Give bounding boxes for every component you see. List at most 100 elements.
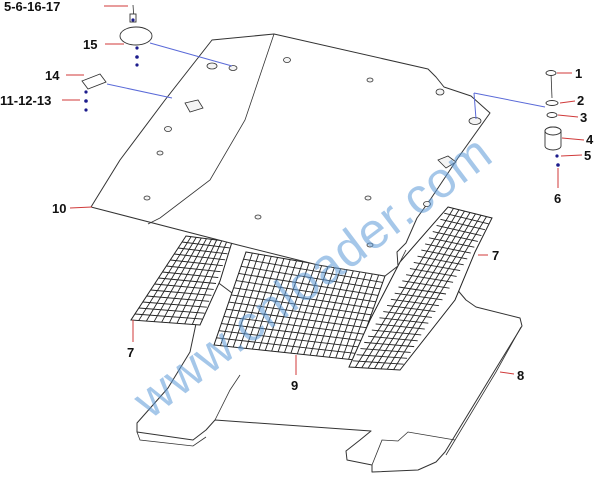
mesh-line — [421, 249, 468, 260]
mesh-panel-right-part-7 — [348, 206, 493, 371]
mesh-line — [387, 305, 436, 312]
callout-5: 5 — [584, 148, 591, 163]
plate-boss — [206, 62, 218, 70]
bracket-icon — [81, 73, 107, 90]
mesh-line — [425, 243, 471, 254]
callout-4: 4 — [586, 132, 594, 147]
plate-boss — [435, 88, 445, 96]
leader-line — [69, 206, 93, 209]
washer-icon — [131, 18, 135, 22]
mesh-line — [394, 292, 443, 301]
mesh-line — [432, 231, 478, 242]
mesh-line — [406, 274, 454, 283]
mesh-line — [417, 255, 464, 266]
mesh-line — [142, 301, 207, 308]
mesh-line — [348, 274, 380, 360]
mesh-line — [232, 255, 266, 348]
bolt-icon — [129, 13, 137, 23]
plate-boss — [156, 150, 164, 156]
plate-boss — [143, 195, 151, 201]
mesh-line — [162, 271, 219, 279]
mesh-line — [243, 258, 383, 283]
mesh-line — [364, 341, 415, 348]
assembly-guides — [106, 42, 546, 120]
callout-10: 10 — [52, 201, 66, 216]
callout-14: 14 — [45, 68, 60, 83]
mesh-line — [154, 283, 214, 290]
plate-boss — [364, 195, 372, 201]
mesh-line — [233, 287, 374, 309]
mesh-line — [428, 237, 475, 248]
mesh-line — [371, 329, 422, 336]
washer-icon — [135, 63, 139, 67]
mesh-line — [383, 311, 432, 318]
callout-8: 8 — [517, 368, 524, 383]
washer-icon — [545, 100, 559, 106]
callout-6: 6 — [554, 191, 561, 206]
mesh-line — [218, 330, 360, 348]
nut-icon — [135, 55, 139, 59]
mesh-line — [284, 263, 316, 353]
mesh-line — [277, 262, 310, 352]
hardware-bracket-14 — [81, 73, 107, 112]
plate-boss — [468, 117, 482, 125]
hardware-stack-right — [544, 70, 562, 167]
mesh-line — [398, 286, 447, 295]
mesh-line — [252, 258, 285, 350]
callout-labels: 5-6-16-17 15 14 11-12-13 10 1 2 3 4 5 6 … — [0, 0, 594, 393]
mesh-line — [150, 289, 212, 296]
plate-cutout — [184, 99, 204, 113]
mesh-line — [352, 360, 404, 365]
mesh-line — [219, 252, 253, 346]
mesh-line — [182, 241, 230, 249]
mesh-line — [134, 313, 203, 320]
callout-9: 9 — [291, 378, 298, 393]
mesh-line — [228, 301, 369, 322]
mesh-line — [309, 268, 342, 356]
mesh-line — [174, 253, 226, 261]
washer-icon — [84, 108, 88, 112]
mesh-line — [241, 265, 381, 290]
mesh-panel-center-part-9 — [213, 251, 386, 361]
spacer-top-icon — [544, 126, 562, 136]
mesh-panel-left-part-7 — [130, 235, 233, 326]
mesh-line — [170, 259, 223, 267]
guide-line — [149, 42, 233, 67]
callout-7-left: 7 — [127, 345, 134, 360]
callout-leaders — [62, 5, 585, 375]
mesh-line — [367, 335, 418, 342]
mesh-line — [390, 298, 439, 307]
mesh-line — [245, 257, 279, 349]
callout-5-6-16-17: 5-6-16-17 — [4, 0, 60, 14]
mesh-line — [223, 315, 365, 335]
mesh-line — [316, 269, 348, 357]
plate-boss — [164, 126, 172, 132]
callout-1: 1 — [575, 66, 582, 81]
plate-boss — [423, 201, 431, 207]
nut-icon — [556, 163, 560, 167]
plate-boss — [366, 77, 374, 83]
mesh-line — [296, 266, 329, 355]
plate-bracket — [437, 155, 457, 169]
mesh-line — [258, 259, 291, 350]
bolt-icon — [545, 70, 557, 76]
nut-icon — [84, 99, 88, 103]
callout-11-12-13: 11-12-13 — [0, 93, 51, 108]
washer-icon — [555, 154, 559, 158]
washer-icon — [84, 90, 88, 94]
disc-icon — [119, 26, 153, 46]
guide-line — [473, 92, 477, 120]
guide-line — [473, 92, 546, 108]
callout-7-right: 7 — [492, 248, 499, 263]
callout-15: 15 — [83, 37, 97, 52]
hardware-stack-15 — [119, 4, 153, 67]
mesh-line — [303, 267, 335, 355]
mesh-line — [322, 270, 354, 357]
mesh-line — [216, 337, 358, 354]
mesh-line — [335, 272, 367, 359]
mesh-line — [236, 280, 376, 303]
plate-boss — [283, 57, 291, 63]
mesh-line — [440, 218, 486, 231]
mesh-line — [239, 256, 272, 348]
